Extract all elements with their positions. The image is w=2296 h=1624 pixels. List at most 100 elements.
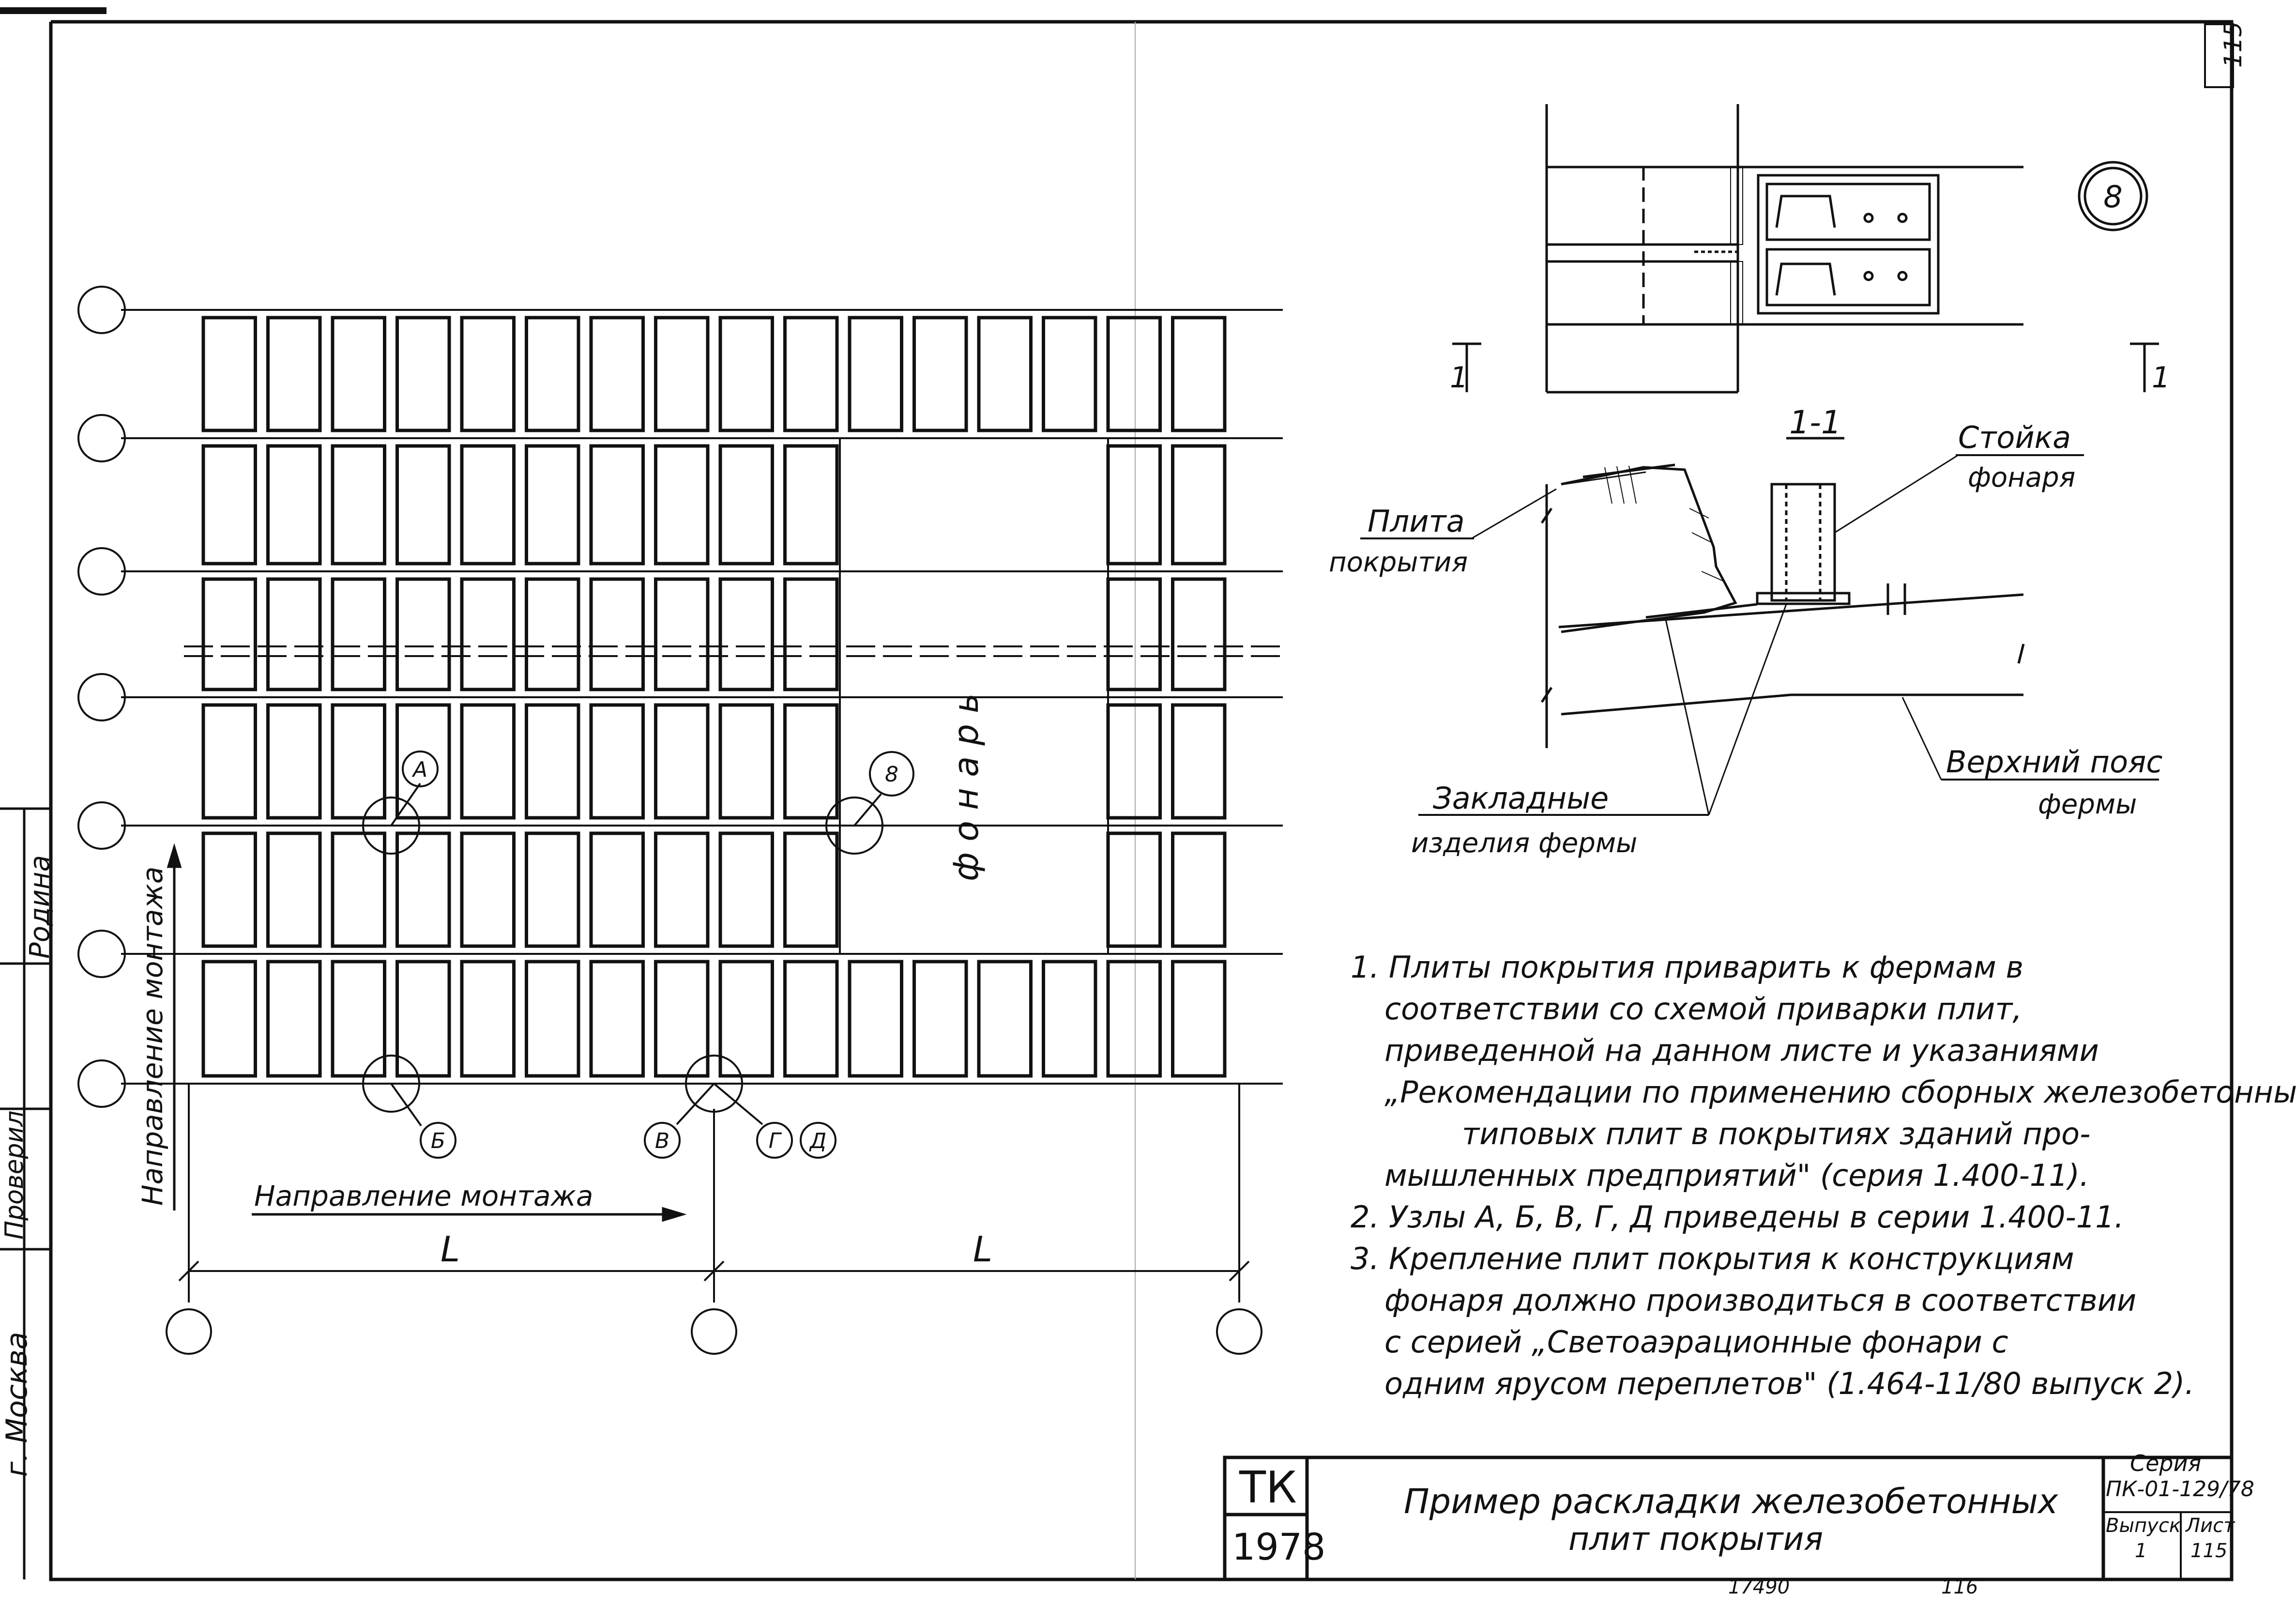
section-title: 1-1	[1789, 404, 1841, 441]
span-dimension	[166, 1085, 1262, 1355]
slab	[395, 960, 451, 1078]
axis-bubble-row	[77, 286, 126, 334]
slab	[1171, 703, 1227, 820]
slab	[331, 703, 386, 820]
slab	[525, 831, 580, 948]
section-1-1	[1360, 437, 2159, 816]
note-2-line-1: 2. Узлы А, Б, В, Г, Д приведены в серии …	[1351, 1199, 2124, 1235]
slab	[848, 316, 903, 432]
slab	[1171, 960, 1227, 1078]
slab	[395, 316, 451, 432]
slab	[525, 960, 580, 1078]
slab	[201, 960, 257, 1078]
label-embedded-2: изделия фермы	[1411, 827, 1637, 859]
node-label-b: Б	[431, 1129, 445, 1153]
slab	[783, 577, 839, 691]
slab	[848, 960, 903, 1078]
title-block-series-label: Серия	[2130, 1450, 2202, 1476]
slab	[525, 703, 580, 820]
stamp-name: Родина	[24, 855, 56, 959]
axis-bubble-row	[77, 1059, 126, 1108]
slab	[460, 316, 516, 432]
note-3-line-1: 3. Крепление плит покрытия к конструкция…	[1351, 1241, 2074, 1276]
slab	[1042, 316, 1097, 432]
note-3-line-4: одним ярусом переплетов" (1.464-11/80 вы…	[1384, 1366, 2195, 1401]
label-post-2: фонаря	[1968, 462, 2075, 493]
detail-8-plan	[1452, 104, 2159, 394]
label-slab: Плита	[1368, 504, 1465, 539]
axis-bubble-row	[77, 673, 126, 721]
slab	[331, 577, 386, 691]
slab	[395, 831, 451, 948]
node-label-8: 8	[885, 762, 898, 787]
slab	[718, 444, 774, 566]
slab	[589, 316, 645, 432]
slab	[460, 960, 516, 1078]
title-block-frame	[1223, 1455, 2234, 1581]
slab	[589, 444, 645, 566]
slab	[1106, 577, 1162, 691]
title-block-title-line-1: Пример раскладки железобетонных	[1404, 1482, 2058, 1521]
slab	[1171, 444, 1227, 566]
slab	[654, 960, 710, 1078]
slab	[266, 577, 322, 691]
slab	[654, 831, 710, 948]
note-3-line-3: с серией „Светоаэрационные фонари с	[1384, 1324, 2008, 1360]
note-1-line-6: мышленных предприятий" (серия 1.400-11).	[1384, 1158, 2089, 1193]
plan-lines	[121, 309, 1283, 1085]
span-label-left: L	[441, 1229, 460, 1270]
node-label-a: А	[411, 757, 427, 782]
note-1-line-3: приведенной на данном листе и указаниями	[1384, 1033, 2099, 1068]
slab	[718, 960, 774, 1078]
direction-arrows	[167, 843, 687, 1222]
note-1-line-5: типовых плит в покрытиях зданий про-	[1462, 1116, 2091, 1151]
slab	[1171, 831, 1227, 948]
slab	[460, 444, 516, 566]
slab	[718, 316, 774, 432]
stamp-city: г. Москва	[0, 1332, 34, 1477]
slab	[331, 960, 386, 1078]
axis-bubble-row	[77, 930, 126, 978]
axis-bubble-row	[77, 547, 126, 596]
slab	[654, 316, 710, 432]
slab	[783, 444, 839, 566]
slab	[266, 960, 322, 1078]
slab	[460, 831, 516, 948]
title-block-sheet-value: 115	[2190, 1540, 2228, 1562]
node-label-g: Г	[769, 1129, 782, 1153]
direction-vertical-label: Направление монтажа	[136, 867, 169, 1206]
slab	[783, 316, 839, 432]
bottom-code: 17490	[1728, 1576, 1790, 1598]
slab	[201, 444, 257, 566]
slab	[266, 831, 322, 948]
span-label-right: L	[973, 1229, 992, 1270]
node-label-d: Д	[809, 1129, 826, 1153]
slab	[589, 831, 645, 948]
left-stamp-frame	[0, 807, 51, 1579]
slab	[783, 703, 839, 820]
slab	[1042, 960, 1097, 1078]
notes-block: 1. Плиты покрытия приварить к фермам в с…	[1351, 947, 2296, 1405]
detail-8-number: 8	[2103, 179, 2122, 214]
slab	[718, 831, 774, 948]
slab	[589, 960, 645, 1078]
slab	[525, 316, 580, 432]
slab	[201, 703, 257, 820]
title-block-issue-value: 1	[2135, 1540, 2147, 1562]
slab	[589, 577, 645, 691]
slab	[654, 577, 710, 691]
direction-horizontal-label: Направление монтажа	[254, 1180, 593, 1212]
slab	[525, 444, 580, 566]
slab	[718, 577, 774, 691]
title-block-issue-label: Выпуск	[2106, 1515, 2181, 1537]
note-1-line-1: 1. Плиты покрытия приварить к фермам в	[1351, 950, 2024, 985]
title-block-series-value: ПК-01-129/78	[2106, 1477, 2254, 1501]
slab	[589, 703, 645, 820]
slab	[331, 316, 386, 432]
slab	[266, 444, 322, 566]
slab	[1171, 577, 1227, 691]
axis-bubble-row	[77, 801, 126, 850]
title-block-title-line-2: плит покрытия	[1568, 1520, 1824, 1558]
stamp-checked-label: Проверил	[0, 1110, 29, 1240]
